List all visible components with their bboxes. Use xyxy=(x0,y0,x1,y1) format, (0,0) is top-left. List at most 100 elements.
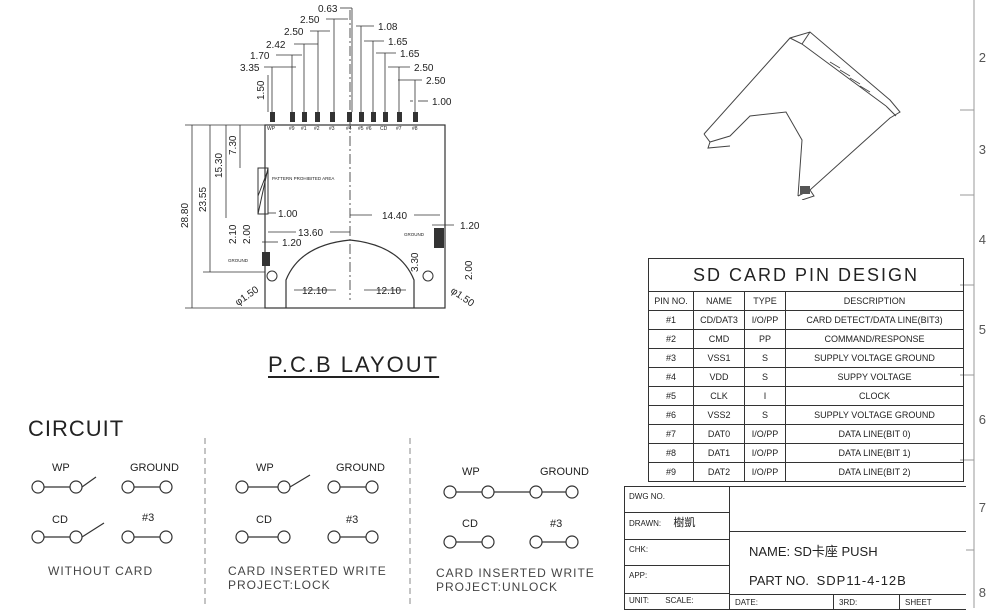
cell-name: VSS2 xyxy=(693,405,745,425)
cell-name: CD/DAT3 xyxy=(693,310,745,330)
cell-description: COMMAND/RESPONSE xyxy=(785,329,964,349)
circuit-label: CD xyxy=(462,518,478,530)
pin-pads xyxy=(270,112,418,122)
unit-cell: UNIT: SCALE: xyxy=(625,594,729,609)
pin-label: #6 xyxy=(366,126,372,132)
cell-name: VSS1 xyxy=(693,348,745,368)
drawn-cell: DRAWN: 樹凱 xyxy=(625,513,729,540)
dim-label: 1.00 xyxy=(278,209,298,220)
cell-type: I xyxy=(744,386,786,406)
cell-description: SUPPLY VOLTAGE GROUND xyxy=(785,405,964,425)
border-number: 4 xyxy=(978,232,986,247)
circuit-label: #3 xyxy=(142,512,154,524)
cell-pin: #5 xyxy=(648,386,694,406)
column-header: DESCRIPTION xyxy=(785,291,964,311)
dim-label: 2.00 xyxy=(242,224,253,244)
dim-label: 3.30 xyxy=(410,252,421,272)
pin-design-table: SD CARD PIN DESIGN PIN NO. NAME TYPE DES… xyxy=(648,258,964,482)
connector-3d-illustration xyxy=(703,31,901,200)
dwg-no-label: DWG NO. xyxy=(629,492,665,501)
circuit-caption: PROJECT:LOCK xyxy=(228,578,331,592)
dim-label: 1.20 xyxy=(282,238,302,249)
dim-label: φ1.50 xyxy=(233,284,261,308)
cell-description: CARD DETECT/DATA LINE(BIT3) xyxy=(785,310,964,330)
unit-label: UNIT: xyxy=(629,596,649,605)
dim-label: 2.50 xyxy=(284,27,304,38)
dim-label: 2.10 xyxy=(228,224,239,244)
part-name: NAME: SD卡座 PUSH xyxy=(749,541,878,560)
chk-cell: CHK: xyxy=(625,540,729,566)
dim-label: 12.10 xyxy=(302,286,327,297)
cell-type: I/O/PP xyxy=(744,310,786,330)
dim-label: 1.08 xyxy=(378,22,398,33)
dim-label: 2.50 xyxy=(426,76,446,87)
cell-pin: #3 xyxy=(648,348,694,368)
ground-label: GROUND xyxy=(228,258,249,263)
pin-label: #5 xyxy=(358,126,364,132)
part-no-value: SDP11-4-12B xyxy=(816,573,907,588)
cell-pin: #2 xyxy=(648,329,694,349)
table-header-row: PIN NO. NAME TYPE DESCRIPTION xyxy=(648,291,964,311)
border-number: 5 xyxy=(978,322,986,337)
dim-label: 0.63 xyxy=(318,4,338,15)
dim-label: 2.42 xyxy=(266,40,286,51)
dim-label: 12.10 xyxy=(376,286,401,297)
cell-description: DATA LINE(BIT 2) xyxy=(785,462,964,482)
circuit-label: CD xyxy=(52,514,68,526)
cell-pin: #7 xyxy=(648,424,694,444)
title-block-divider xyxy=(729,594,966,595)
dim-label: 2.50 xyxy=(414,63,434,74)
cell-type: I/O/PP xyxy=(744,443,786,463)
dim-label: 15.30 xyxy=(214,153,225,178)
cell-name: CMD xyxy=(693,329,745,349)
cell-pin: #9 xyxy=(648,462,694,482)
circuit-label: GROUND xyxy=(540,466,589,478)
dim-label: 2.50 xyxy=(300,15,320,26)
dim-label: 3.35 xyxy=(240,63,260,74)
pin-label: #3 xyxy=(329,126,335,132)
pin-label: #9 xyxy=(289,126,295,132)
pcb-layout-title: P.C.B LAYOUT xyxy=(268,352,440,377)
dim-label: 1.65 xyxy=(400,49,420,60)
dim-label: 14.40 xyxy=(382,211,407,222)
circuit-title: CIRCUIT xyxy=(28,416,125,441)
circuit-caption: WITHOUT CARD xyxy=(48,564,154,578)
cell-name: DAT1 xyxy=(693,443,745,463)
title-block-divider xyxy=(729,531,966,532)
cell-description: SUPPY VOLTAGE xyxy=(785,367,964,387)
drawn-label: DRAWN: xyxy=(629,519,662,528)
title-block-left: DWG NO. DRAWN: 樹凱 CHK: APP: UNIT: SCALE: xyxy=(625,487,730,609)
circuit-label: WP xyxy=(256,462,274,474)
dim-label: 28.80 xyxy=(180,203,191,228)
circuit-label: GROUND xyxy=(130,462,179,474)
dwg-no-cell: DWG NO. xyxy=(625,487,729,513)
part-number: PART NO. SDP11-4-12B xyxy=(749,573,907,588)
pin-label: #1 xyxy=(301,126,307,132)
circuit-label: GROUND xyxy=(336,462,385,474)
dim-label: 1.50 xyxy=(256,80,267,100)
pin-label: #8 xyxy=(412,126,418,132)
pcb-layout-drawing: WP #9 #1 #2 #3 #4 #5 #6 CD #7 #8 0.63 2.… xyxy=(180,4,480,310)
dim-label: 1.00 xyxy=(432,97,452,108)
dim-label: 13.60 xyxy=(298,228,323,239)
third-label: 3RD: xyxy=(839,598,858,607)
pin-label: #7 xyxy=(396,126,402,132)
column-header: PIN NO. xyxy=(648,291,694,311)
cell-description: DATA LINE(BIT 1) xyxy=(785,443,964,463)
cell-type: S xyxy=(744,348,786,368)
drawn-signature: 樹凱 xyxy=(673,516,696,529)
cell-name: DAT2 xyxy=(693,462,745,482)
circuit-diagrams: WP GROUND CD #3 WP GROUND CD #3 WP GROUN… xyxy=(31,462,589,549)
cell-type: I/O/PP xyxy=(744,462,786,482)
cell-pin: #6 xyxy=(648,405,694,425)
dim-label: 1.70 xyxy=(250,51,270,62)
circuit-label: #3 xyxy=(550,518,562,530)
cell-pin: #8 xyxy=(648,443,694,463)
border-number: 2 xyxy=(978,50,986,65)
border-number: 6 xyxy=(978,412,986,427)
part-no-label: PART NO. xyxy=(749,573,809,588)
